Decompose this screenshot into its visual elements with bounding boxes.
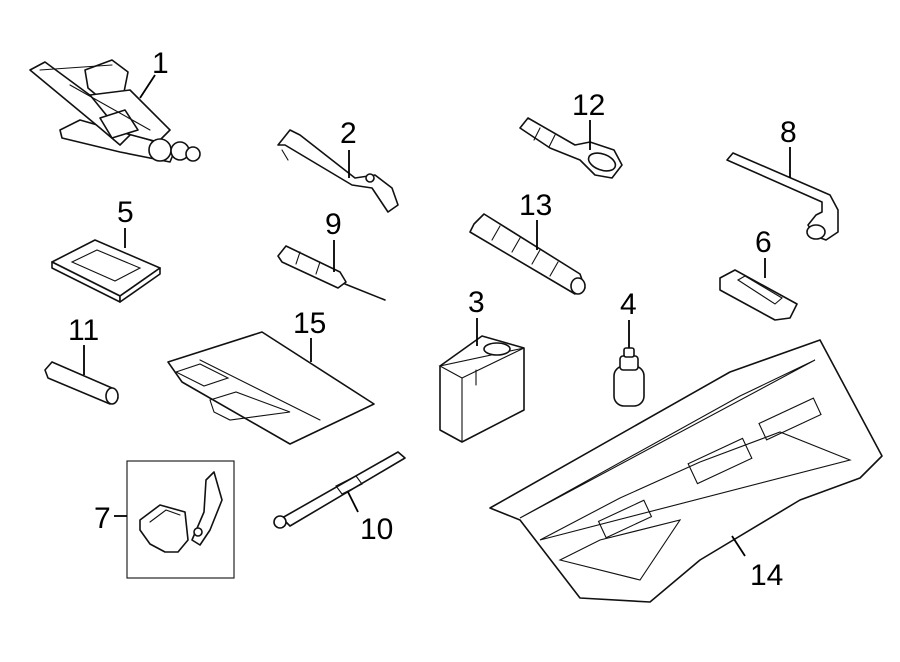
callout-11: 11 — [68, 314, 99, 347]
callout-12: 12 — [572, 89, 605, 122]
pad-illustration — [51, 239, 161, 303]
callout-13: 13 — [519, 189, 552, 222]
handle-bar-illustration — [469, 213, 586, 295]
scissor-jack-illustration — [29, 59, 201, 163]
clip-and-connector-illustration — [126, 460, 235, 579]
callout-5: 5 — [117, 196, 134, 229]
callout-10: 10 — [360, 513, 393, 546]
leader-10 — [347, 491, 359, 513]
callout-numbers: 1 2 3 4 5 6 7 8 9 10 11 12 13 14 15 — [68, 47, 797, 592]
callout-2: 2 — [340, 117, 357, 150]
callout-6: 6 — [755, 226, 772, 259]
tire-inflator-kit-illustration — [438, 335, 525, 443]
lug-wrench-illustration — [726, 152, 839, 241]
clip-holder-illustration — [719, 269, 798, 321]
callout-15: 15 — [293, 307, 326, 340]
callout-3: 3 — [468, 286, 485, 319]
callout-9: 9 — [325, 208, 342, 241]
jack-handle-rod-illustration — [277, 129, 399, 213]
sealant-bottle-illustration — [613, 347, 645, 407]
cover-panel-illustration — [167, 331, 375, 445]
socket-adapter-illustration — [44, 361, 119, 405]
callout-1: 1 — [152, 47, 169, 80]
callout-4: 4 — [620, 288, 637, 321]
tow-hook-illustration — [519, 117, 623, 179]
callout-8: 8 — [780, 116, 797, 149]
storage-tray-illustration — [489, 339, 883, 603]
leader-lines — [83, 74, 791, 557]
callout-7: 7 — [94, 502, 111, 535]
leader-1 — [139, 74, 156, 99]
leader-14 — [731, 535, 746, 557]
extension-bar-illustration — [273, 451, 406, 529]
callout-14: 14 — [750, 559, 783, 592]
screwdriver-illustration — [277, 245, 386, 301]
